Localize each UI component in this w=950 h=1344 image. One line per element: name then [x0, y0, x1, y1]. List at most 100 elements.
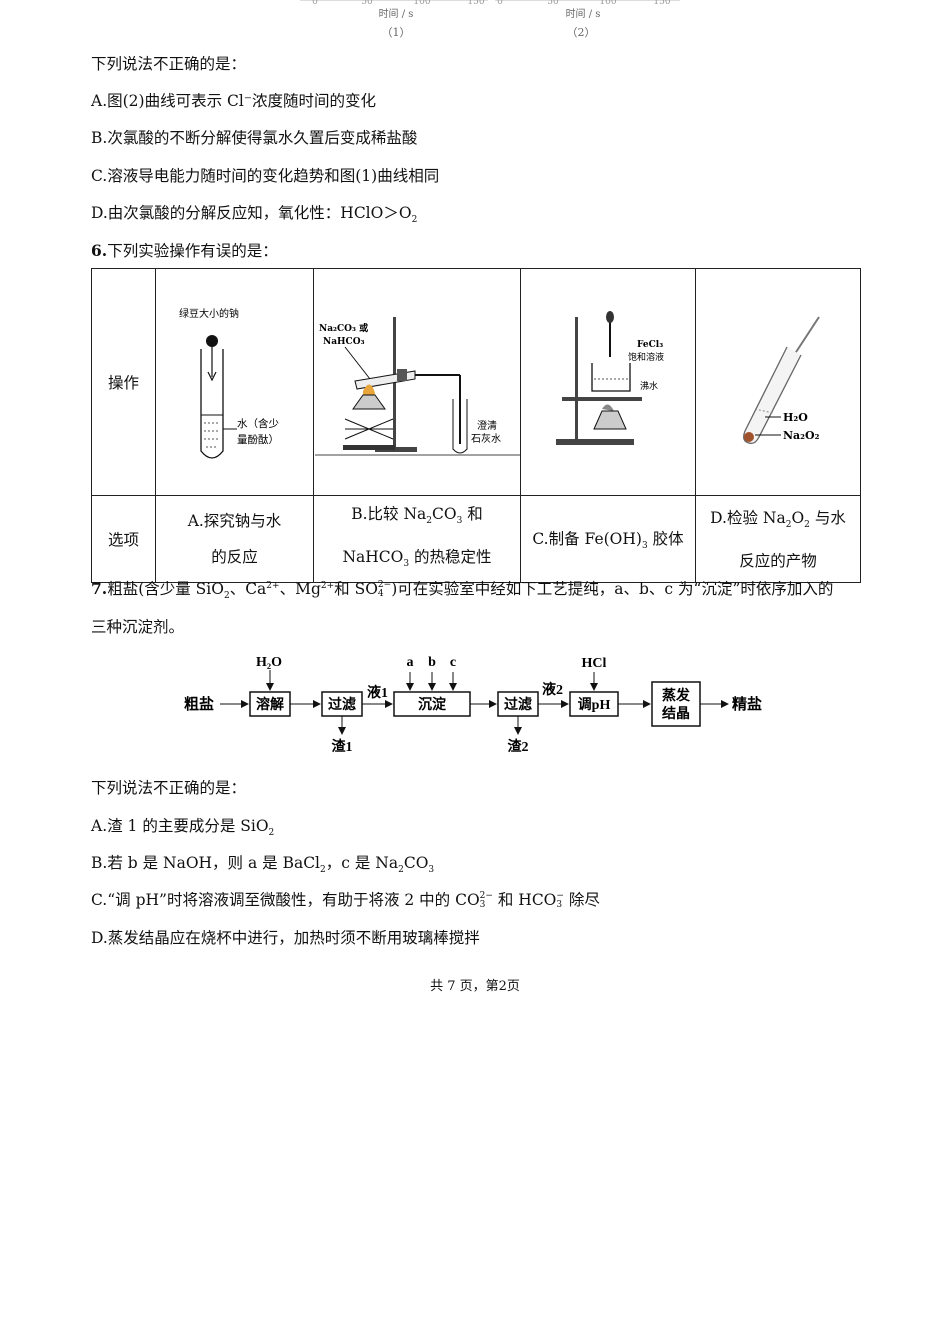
subscript: 3	[556, 900, 563, 910]
jack-base	[342, 445, 395, 450]
flow-box-adjust-ph	[569, 691, 619, 717]
diagram-c-cell: FeCl₃ 饱和溶液 沸水	[520, 268, 696, 496]
label-h2o: H₂O	[783, 411, 808, 424]
subscript: 2	[320, 865, 326, 876]
text: NaHCO	[342, 548, 404, 567]
flame	[601, 404, 614, 411]
stand-base	[555, 439, 634, 445]
flow-residue2: 渣2	[508, 738, 529, 755]
label-fecl3-2: 饱和溶液	[628, 351, 664, 363]
text: ，c 是 Na	[325, 854, 399, 872]
label-boiling-water: 沸水	[640, 380, 658, 392]
diagram-d-cell: H₂O Na₂O₂	[695, 268, 861, 496]
text: O	[791, 508, 805, 527]
dropper-bulb	[605, 311, 614, 323]
thermal-stability-diagram: Na₂CO₃ 或 NaHCO₃ 澄清 石灰水	[314, 317, 520, 456]
flow-box-dissolve	[249, 691, 291, 717]
iron-stand-rod	[574, 317, 578, 441]
leader-line	[344, 346, 370, 380]
subscript: 2	[411, 215, 418, 226]
flow-box-filter1	[321, 691, 363, 717]
chart1-caption: （1）	[382, 26, 411, 39]
text: 、Mg	[279, 580, 321, 598]
text: C.“调 pH”时将溶液调至微酸性，有助于将液 2 中的 CO	[91, 891, 480, 909]
q7-prompt: 下列说法不正确的是：	[91, 779, 247, 797]
text: )可在实验室中经如下工艺提纯，a、b、c 为“沉淀”时依序加入的	[391, 580, 834, 598]
clamp	[396, 369, 407, 381]
label-sodium: 绿豆大小的钠	[179, 307, 239, 320]
alcohol-lamp	[592, 410, 627, 430]
subscript: 3	[456, 516, 463, 527]
flow-adjust-ph: 调pH	[578, 697, 611, 713]
option-b-cell: B.比较 Na2CO3 和 NaHCO3 的热稳定性	[313, 494, 521, 584]
option-a-cell: A.探究钠与水 的反应	[155, 494, 314, 584]
previous-figure-fragment: 0 50 100 150 0 50 100 150 时间 / s 时间 / s …	[300, 0, 680, 39]
flow-evaporate-2: 结晶	[662, 705, 690, 722]
q6-stem: 6.下列实验操作有误的是：	[91, 239, 278, 261]
purification-flowchart: 粗盐 H₂O 溶解 过滤 渣1 液1 a b c 沉淀 过滤 渣2 液2 HCl…	[184, 655, 762, 755]
q6-stem-text: 下列实验操作有误的是：	[107, 242, 278, 260]
flow-h2o: H₂O	[256, 655, 282, 670]
question-number: 6.	[91, 241, 108, 260]
flow-evaporate-1: 蒸发	[662, 687, 691, 704]
option-d-line1: D.检验 Na2O2 与水	[696, 500, 860, 543]
text: 、Ca	[229, 580, 267, 598]
flow-reagent-c: c	[450, 655, 456, 670]
row-header-option: 选项	[91, 494, 156, 584]
alcohol-lamp	[351, 394, 386, 410]
na2o2-solid	[743, 432, 754, 442]
flow-refined-salt: 精盐	[732, 695, 762, 713]
text: 与水	[809, 508, 846, 527]
q5-option-c: C.溶液导电能力随时间的变化趋势和图(1)曲线相同	[91, 167, 440, 185]
flow-filter1: 过滤	[328, 696, 356, 713]
q5-option-b: B.次氯酸的不断分解使得氯水久置后变成稀盐酸	[91, 129, 418, 147]
row-header-operation: 操作	[91, 268, 156, 496]
flow-dissolve: 溶解	[256, 696, 284, 713]
subscript: 2	[268, 828, 275, 839]
superscript: 2+	[266, 580, 280, 591]
ion-scripts: 2−4	[378, 581, 391, 599]
flow-crude-salt: 粗盐	[184, 695, 214, 713]
table-row-operation: 操作 绿豆大小的钠 水（含少 量酚酞） Na₂CO₃ 或 NaHCO	[91, 268, 861, 496]
subscript: 2	[804, 519, 810, 530]
q5-option-a: A.图(2)曲线可表示 Cl⁻浓度随时间的变化	[91, 92, 377, 110]
chart2-caption: （2）	[567, 26, 596, 39]
chart2-xlabel: 时间 / s	[566, 7, 601, 20]
superscript: −	[556, 891, 564, 901]
label-water-1: 水（含少	[237, 417, 279, 430]
tick-label: 100	[413, 0, 430, 7]
option-d-line2: 反应的产物	[739, 551, 817, 570]
subscript: 3	[403, 559, 410, 570]
flow-liquid2: 液2	[542, 681, 563, 698]
sodium-water-diagram: 绿豆大小的钠 水（含少 量酚酞）	[179, 307, 279, 459]
question-number: 7.	[91, 579, 108, 598]
label-reagent-2: NaHCO₃	[323, 337, 365, 347]
water-level	[754, 408, 773, 414]
label-na2o2: Na₂O₂	[783, 429, 820, 442]
option-b-line2: NaHCO3 的热稳定性	[314, 539, 520, 582]
text: 和	[462, 505, 483, 523]
ring-support	[561, 397, 642, 401]
na2o2-water-diagram: H₂O Na₂O₂	[742, 316, 820, 445]
text: 和 SO	[334, 580, 378, 598]
table-row-options: 选项 A.探究钠与水 的反应 B.比较 Na2CO3 和 NaHCO3 的热稳定…	[91, 494, 861, 584]
flow-reagent-a: a	[407, 655, 414, 670]
text: 除尽	[563, 891, 600, 909]
text: CO	[432, 505, 457, 523]
text: 粗盐(含少量 SiO	[107, 580, 224, 598]
label-reagent-1: Na₂CO₃ 或	[319, 322, 368, 334]
text: C.制备 Fe(OH)	[532, 530, 642, 549]
subscript: 3	[641, 541, 648, 552]
q6-experiment-table: 操作 绿豆大小的钠 水（含少 量酚酞） Na₂CO₃ 或 NaHCO	[91, 268, 861, 584]
ion-scripts: 2−3	[480, 892, 493, 910]
tick-label: 150	[653, 0, 670, 7]
label-water-2: 量酚酞）	[237, 433, 279, 446]
text: B.比较 Na	[351, 505, 427, 523]
text: B.若 b 是 NaOH，则 a 是 BaCl	[91, 854, 321, 872]
subscript: 2	[398, 865, 404, 876]
label-limewater-2: 石灰水	[471, 432, 501, 445]
q7-option-a: A.渣 1 的主要成分是 SiO2	[91, 814, 274, 838]
q5-prompt: 下列说法不正确的是：	[91, 55, 247, 73]
